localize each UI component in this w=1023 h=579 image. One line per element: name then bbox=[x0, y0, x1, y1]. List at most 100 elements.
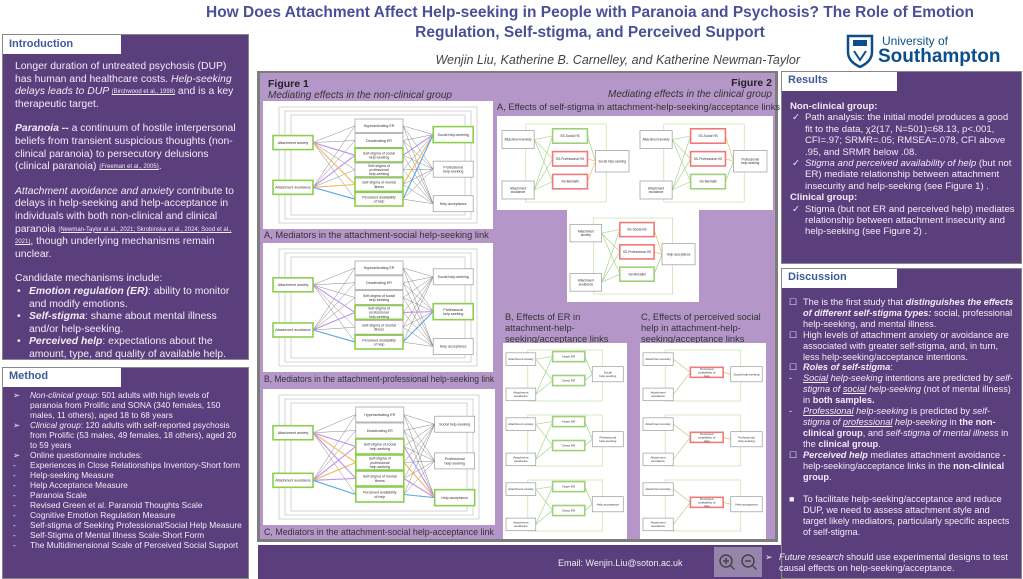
diagram-path bbox=[312, 169, 356, 188]
bullet-icon: - bbox=[13, 500, 16, 510]
text-run: non-clinical group bbox=[803, 460, 1005, 482]
diagram-node-label: anxiety bbox=[581, 233, 592, 237]
diagram-path bbox=[601, 229, 621, 283]
figure2-title: Figure 2 bbox=[731, 77, 772, 89]
diagram-node-label: Hyperactivating ER bbox=[364, 124, 395, 128]
intro-paragraph: Paranoia -- a continuum of hostile inter… bbox=[15, 123, 242, 173]
diagram-node-box bbox=[272, 277, 314, 293]
diagram-node-label: professional bbox=[369, 168, 389, 172]
diagram-node-box bbox=[505, 517, 537, 532]
diagram-node-label: of help bbox=[374, 199, 385, 203]
diagram-path bbox=[402, 297, 434, 312]
list-item: - The Multidimensional Scale of Perceived… bbox=[11, 540, 242, 550]
diagram-path bbox=[653, 229, 663, 255]
list-item: ☐ Roles of self-stigma: bbox=[788, 362, 1015, 373]
diagram-node-label: availability of bbox=[698, 500, 715, 504]
bullet-icon: ☐ bbox=[789, 362, 798, 373]
bullet-icon: - bbox=[13, 530, 16, 540]
diagram-node-label: Attachment avoidance bbox=[275, 479, 311, 483]
diagram-node-label: avoidance bbox=[511, 190, 526, 194]
diagram-node-box bbox=[591, 431, 624, 448]
diagram-node-box bbox=[354, 304, 404, 321]
diagram-path bbox=[403, 424, 435, 495]
diagram-path bbox=[671, 158, 691, 191]
diagram-node-box bbox=[432, 268, 474, 286]
diagram-node-label: Help acceptance bbox=[597, 502, 620, 506]
diagram-path bbox=[673, 437, 691, 460]
diagram-path bbox=[535, 380, 553, 395]
diagram-path bbox=[601, 232, 621, 275]
diagram-path bbox=[402, 168, 434, 171]
diagram-node-label: Help acceptance bbox=[441, 496, 468, 500]
direct-path-loop bbox=[278, 394, 480, 520]
zoom-out-icon[interactable] bbox=[740, 553, 758, 571]
list-item-text: Social help-seeking intentions are predi… bbox=[803, 373, 1013, 405]
diagram-node-label: Professional bbox=[443, 165, 463, 169]
nonclinical-heading: Non-clinical group: bbox=[790, 101, 878, 112]
diagram-path bbox=[312, 329, 356, 343]
diagram-node-box bbox=[618, 221, 655, 238]
diagram-path bbox=[725, 158, 734, 162]
diagram-node-label: Social bbox=[604, 371, 613, 375]
shield-crest-icon bbox=[846, 34, 874, 68]
diagram-path bbox=[534, 181, 553, 191]
bullet-icon: ☐ bbox=[789, 449, 798, 460]
diagram-node-label: Deactivating ER bbox=[367, 429, 393, 433]
text-run: Paranoia Scale bbox=[30, 490, 87, 500]
list-item-text: Roles of self-stigma: bbox=[803, 362, 893, 372]
diagram-node-box bbox=[434, 452, 476, 470]
diagram-path bbox=[403, 414, 435, 462]
diagram-node-label: help bbox=[704, 439, 710, 443]
diagram-node-label: Professional bbox=[445, 457, 465, 461]
result-text: Stigma and perceived availability of hel… bbox=[805, 158, 1011, 192]
text-run: The Multidimensional Scale of Perceived … bbox=[30, 540, 239, 550]
diagram-path bbox=[672, 135, 691, 140]
diagram-node-box bbox=[551, 173, 589, 190]
diagram-node-label: Professional bbox=[443, 308, 463, 312]
diagram-path bbox=[312, 446, 357, 481]
diagram-node-box bbox=[595, 150, 630, 173]
bullet-icon: - bbox=[13, 540, 16, 550]
diagram-path bbox=[402, 327, 434, 347]
text-run: Candidate mechanisms include: bbox=[15, 273, 163, 285]
diagram-path bbox=[673, 502, 691, 525]
text-run: help-seeking bbox=[828, 373, 883, 384]
diagram-path bbox=[312, 267, 356, 286]
intro-paragraph: Candidate mechanisms include: bbox=[15, 273, 242, 286]
text-run: in bbox=[947, 416, 960, 427]
diagram-path bbox=[673, 372, 691, 395]
diagram-node-label: Social help-seeking bbox=[598, 159, 626, 163]
text-run: : 501 adults with high levels of paranoi… bbox=[30, 390, 221, 420]
results-heading: Results bbox=[782, 72, 897, 91]
diagram-path bbox=[584, 438, 593, 446]
contact-email[interactable]: Email: Wenjin.Liu@soton.ac.uk bbox=[558, 558, 683, 568]
diagram-node-box bbox=[551, 480, 586, 493]
text-run: : ability to monitor and modify emotions… bbox=[29, 285, 230, 310]
text-run: mediates attachment avoidance - help-see… bbox=[803, 449, 1006, 471]
diagram-path bbox=[587, 161, 596, 182]
diagram-path bbox=[312, 311, 356, 331]
text-run: Self-Stigma of Mental Illness Scale-Shor… bbox=[30, 530, 205, 540]
diagram-node-box bbox=[355, 406, 405, 423]
diagram-node-label: help-seeking bbox=[741, 161, 759, 165]
diagram-path bbox=[403, 462, 436, 499]
diagram-node-box bbox=[505, 417, 537, 431]
diagram-path bbox=[402, 134, 434, 170]
list-item: ☐High levels of attachment anxiety or av… bbox=[788, 330, 1015, 363]
diagram-node-box bbox=[551, 504, 586, 517]
diagram-path bbox=[312, 186, 356, 200]
text-run: (Newman-Taylor et al., 2021; Skrobinska … bbox=[15, 226, 232, 246]
diagram-node-label: Attachment bbox=[651, 391, 666, 395]
diagram-node-label: Attachment bbox=[651, 456, 666, 460]
diagram-path bbox=[402, 276, 434, 283]
text-run: the non-clinical group bbox=[803, 416, 996, 438]
text-run: Perceived help bbox=[29, 336, 103, 348]
text-run: Stigma and perceived availability of hel… bbox=[805, 158, 977, 170]
diagram-path bbox=[402, 311, 434, 313]
diagram-node-box bbox=[618, 244, 655, 260]
mechanisms-list: Emotion regulation (ER): ability to moni… bbox=[15, 286, 242, 362]
text-run: Help-seeking Measure bbox=[30, 470, 114, 480]
zoom-in-icon[interactable] bbox=[718, 553, 736, 571]
diagram-node-label: professional bbox=[370, 461, 390, 465]
discussion-heading: Discussion bbox=[782, 269, 897, 288]
